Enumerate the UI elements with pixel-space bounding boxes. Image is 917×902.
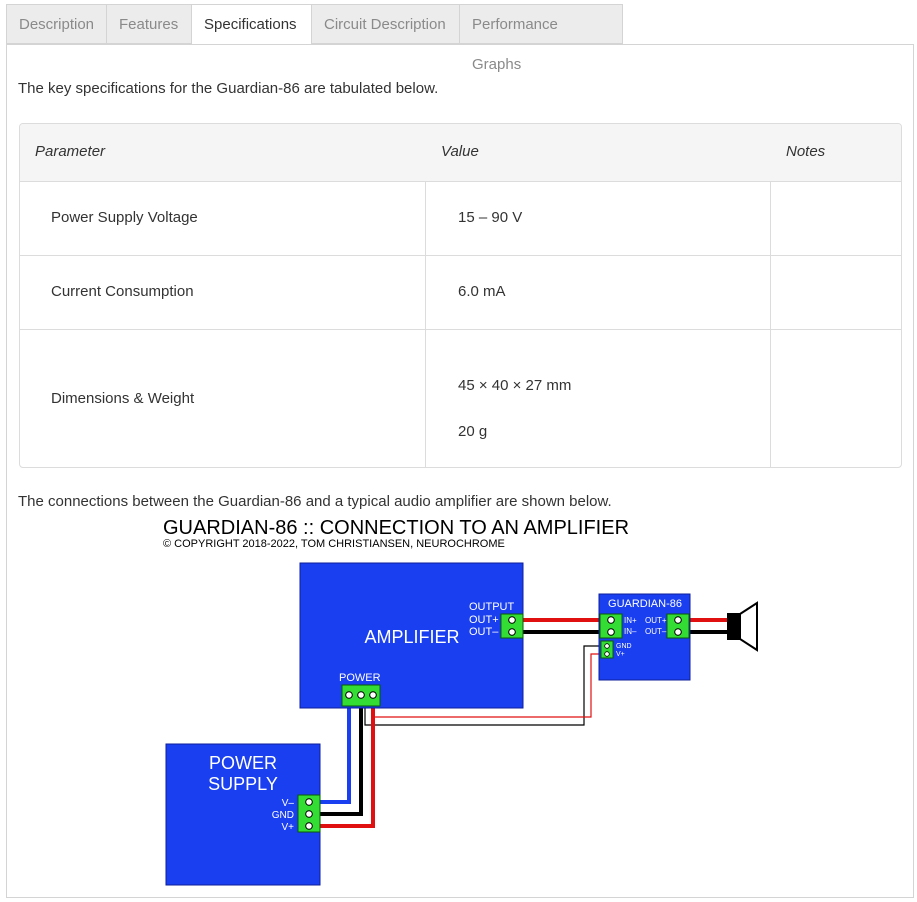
power-supply-gnd: GND (272, 810, 294, 821)
vplus-power-wire (320, 706, 375, 828)
table-row: Dimensions & Weight 45 × 40 × 27 mm 20 g (20, 329, 901, 467)
row-parameter: Power Supply Voltage (51, 209, 198, 226)
screw-icon (604, 651, 610, 657)
connection-text: The connections between the Guardian-86 … (18, 493, 612, 510)
guardian-vplus: V+ (616, 651, 625, 658)
header-parameter: Parameter (35, 143, 106, 160)
table-header: Parameter Value Notes (20, 124, 901, 182)
screw-icon (305, 810, 313, 818)
tab-features[interactable]: Features (106, 4, 191, 44)
guardian-input-terminal (599, 613, 623, 639)
power-supply-label-line1: POWER (209, 753, 277, 773)
screw-icon (607, 616, 615, 624)
guardian-out-minus: OUT– (645, 627, 667, 636)
amplifier-output-terminal (500, 613, 524, 639)
guardian-in-plus: IN+ (624, 616, 637, 625)
row-value-secondary: 20 g (458, 423, 488, 440)
table-row: Current Consumption 6.0 mA (20, 255, 901, 330)
header-value: Value (441, 143, 479, 160)
screw-icon (357, 691, 365, 699)
screw-icon (345, 691, 353, 699)
row-parameter: Dimensions & Weight (51, 390, 195, 407)
amplifier-power-label: POWER (339, 672, 381, 684)
tab-performance-graphs[interactable]: Performance Graphs (459, 4, 623, 73)
speaker-magnet (727, 613, 740, 640)
header-notes: Notes (786, 143, 826, 160)
row-parameter: Current Consumption (51, 283, 194, 300)
guardian-gnd: GND (616, 643, 632, 650)
amplifier-out-plus: OUT+ (469, 614, 499, 626)
screw-icon (305, 798, 313, 806)
tab-circuit-description[interactable]: Circuit Description (311, 4, 459, 44)
screw-icon (508, 616, 516, 624)
table-row: Power Supply Voltage 15 – 90 V (20, 181, 901, 256)
guardian-out-plus: OUT+ (645, 616, 667, 625)
diagram-copyright: © COPYRIGHT 2018-2022, TOM CHRISTIANSEN,… (163, 538, 505, 550)
power-supply-vminus: V– (282, 798, 295, 809)
screw-icon (369, 691, 377, 699)
power-supply-vplus: V+ (281, 822, 294, 833)
power-supply-label-line2: SUPPLY (208, 774, 278, 794)
row-value: 15 – 90 V (458, 209, 523, 226)
screw-icon (674, 616, 682, 624)
connection-diagram: GUARDIAN-86 :: CONNECTION TO AN AMPLIFIE… (163, 517, 758, 886)
screw-icon (604, 643, 610, 649)
tab-bar: Description Features Specifications Circ… (6, 4, 623, 73)
tab-panel (6, 44, 914, 898)
power-supply-module (165, 743, 321, 886)
screw-icon (305, 822, 313, 830)
screw-icon (607, 628, 615, 636)
column-divider (425, 181, 426, 467)
guardian-output-terminal (666, 613, 690, 639)
guardian-label: GUARDIAN-86 (608, 598, 682, 610)
amplifier-out-minus: OUT– (469, 626, 499, 638)
gnd-sense-wire (364, 645, 602, 726)
diagram-title: GUARDIAN-86 :: CONNECTION TO AN AMPLIFIE… (163, 517, 629, 539)
speaker-icon (739, 601, 758, 652)
tab-description[interactable]: Description (6, 4, 106, 44)
column-divider (770, 181, 771, 467)
vminus-power-wire (320, 706, 351, 804)
row-value: 6.0 mA (458, 283, 506, 300)
amplifier-output-label: OUTPUT (469, 601, 515, 613)
amplifier-label: AMPLIFIER (364, 627, 459, 647)
row-value: 45 × 40 × 27 mm (458, 377, 572, 394)
screw-icon (674, 628, 682, 636)
tab-specifications[interactable]: Specifications (191, 4, 311, 45)
screw-icon (508, 628, 516, 636)
guardian-power-terminal (600, 640, 614, 659)
intro-text: The key specifications for the Guardian-… (18, 80, 439, 97)
guardian-in-minus: IN– (624, 627, 637, 636)
gnd-power-wire (320, 706, 363, 816)
spec-table: Parameter Value Notes Power Supply Volta… (19, 123, 902, 468)
